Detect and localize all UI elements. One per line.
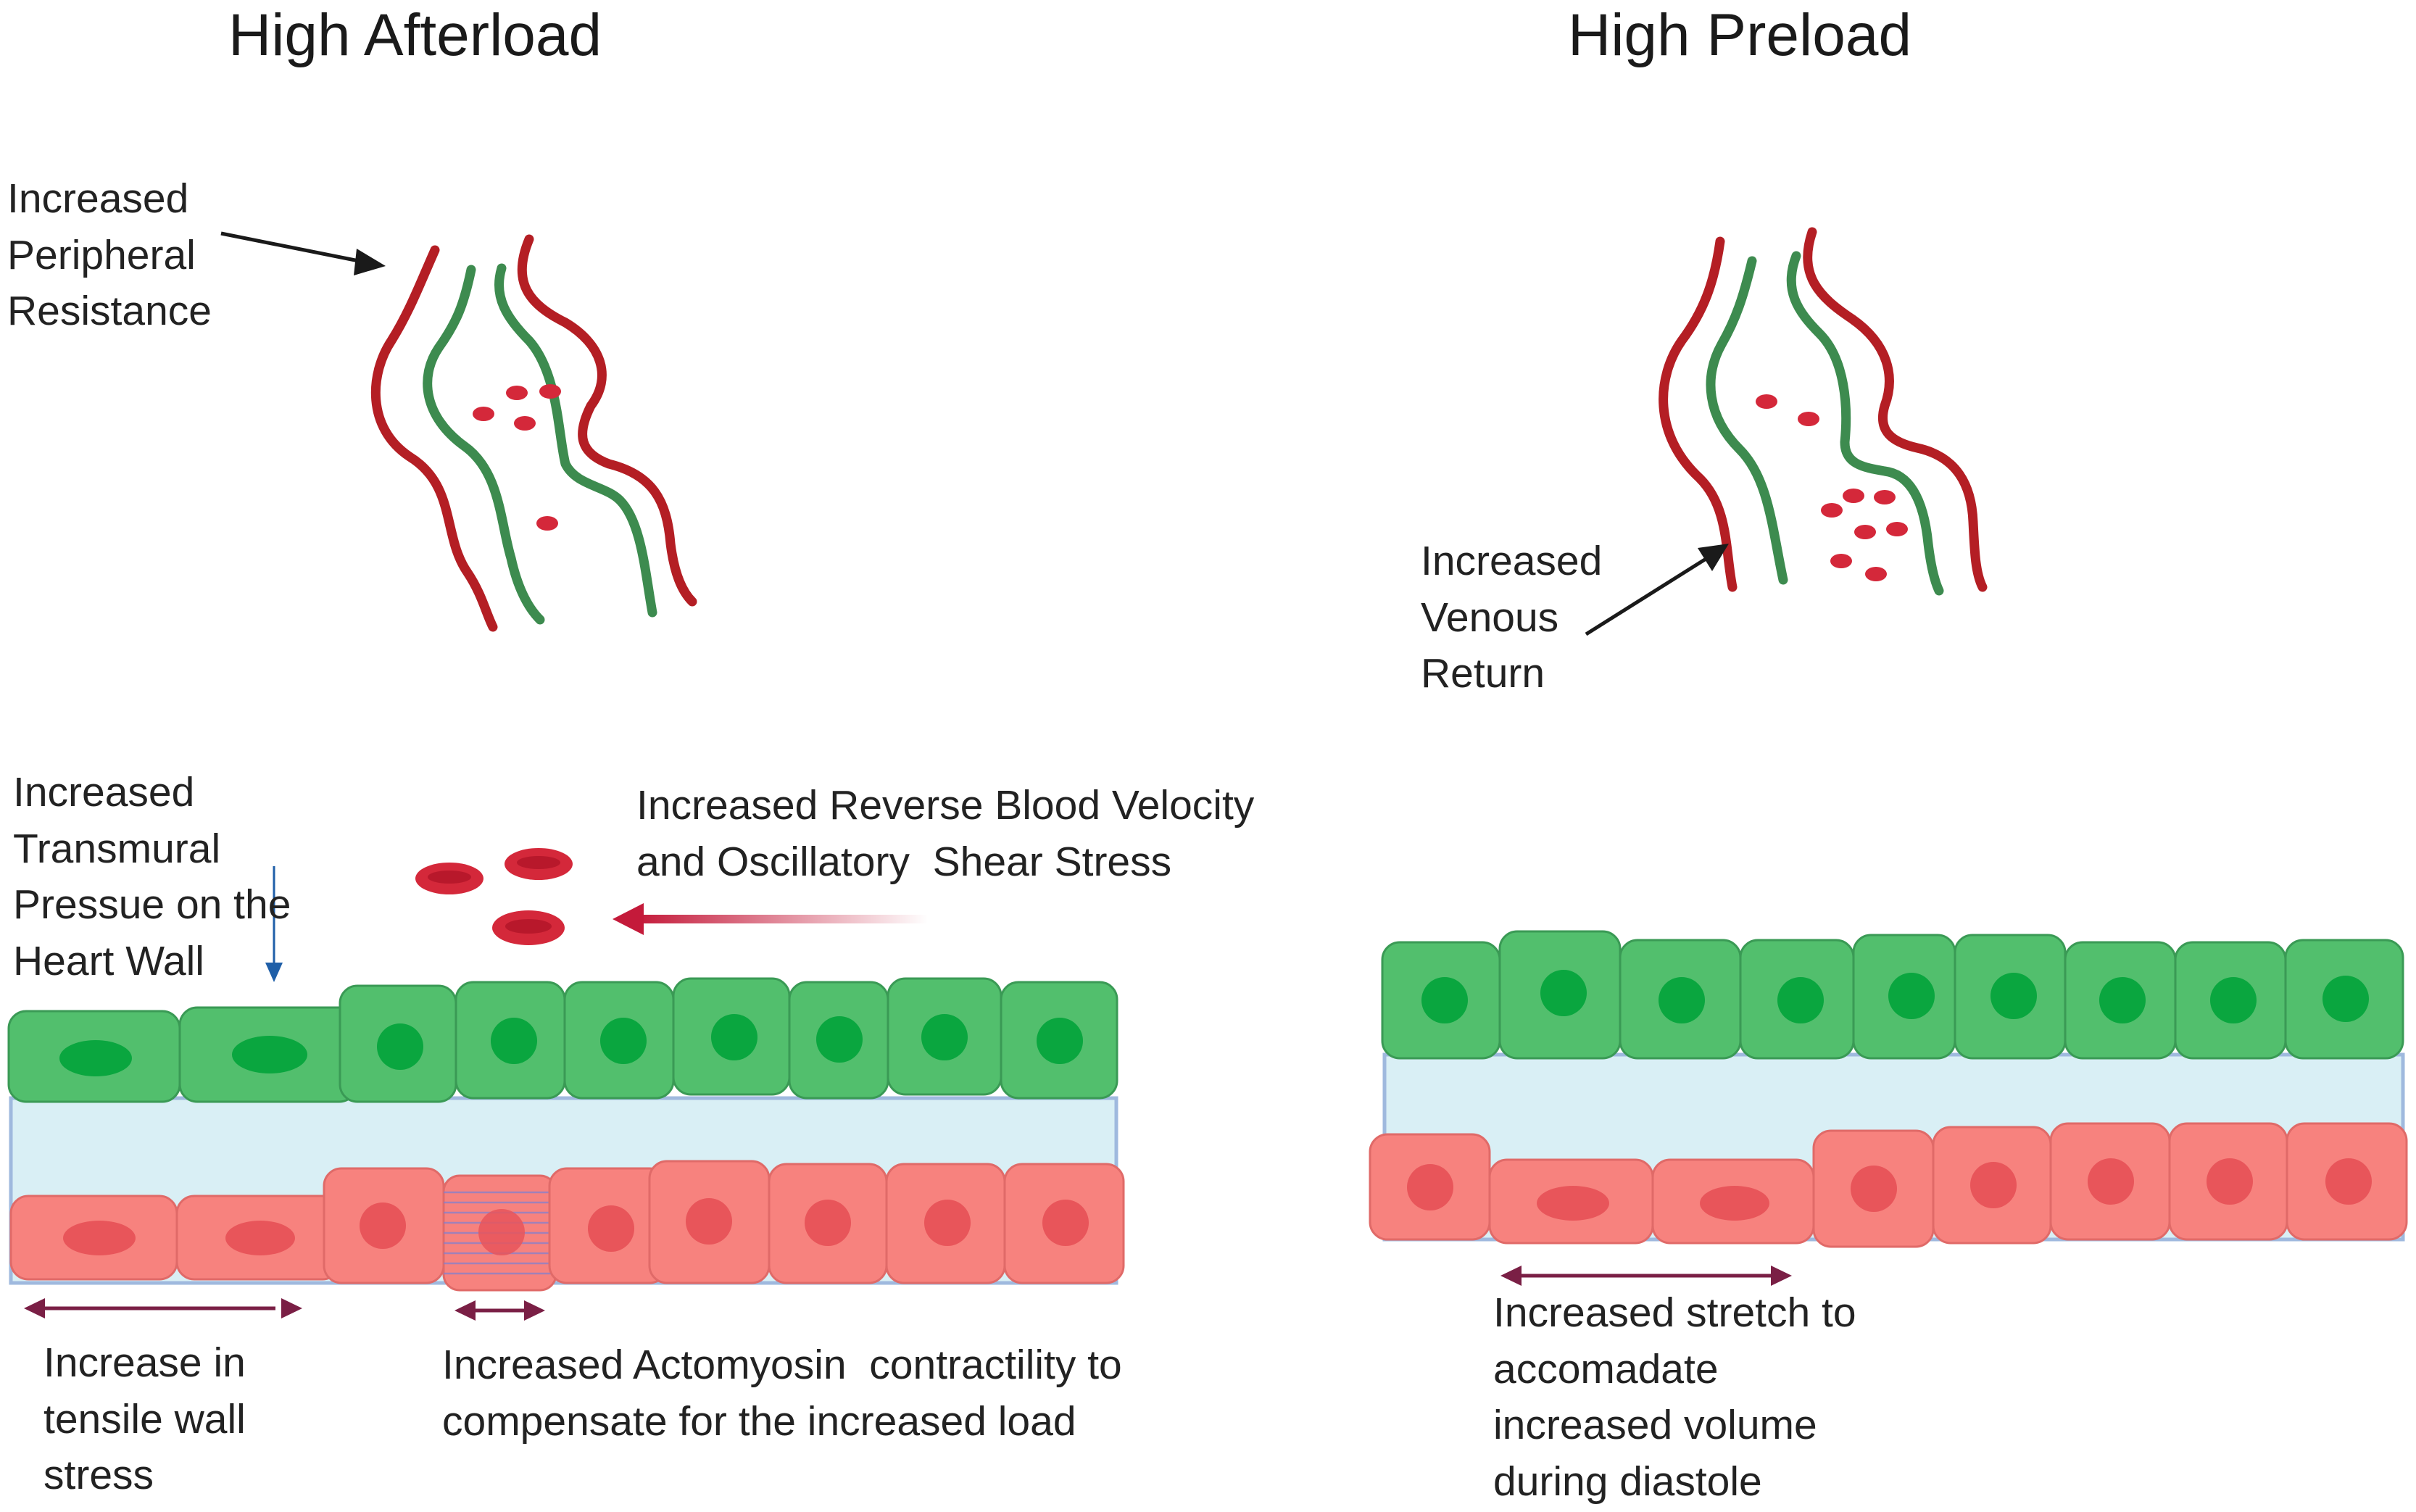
endothelial-nucleus <box>1421 977 1468 1023</box>
blood-cell <box>514 416 536 431</box>
myocyte-nucleus <box>1042 1200 1089 1246</box>
endothelial-nucleus <box>600 1018 647 1064</box>
label-stretch: Increased stretch to accomadate increase… <box>1493 1289 1856 1505</box>
endothelial-nucleus <box>816 1016 863 1063</box>
endothelial-cell-row <box>1381 930 2404 1060</box>
label-venous-return: Increased Venous Return <box>1421 538 1603 697</box>
blood-cell <box>1874 490 1896 504</box>
preload-vessel <box>1659 227 1988 596</box>
tensile-stress-double-arrow <box>24 1298 302 1318</box>
blood-cell <box>1843 489 1864 503</box>
title-high-preload: High Preload <box>1568 2 1912 68</box>
endothelial-nucleus <box>59 1040 132 1076</box>
blood-cell <box>473 407 494 421</box>
myocyte-nucleus <box>686 1198 732 1245</box>
myocyte-nucleus <box>2088 1158 2134 1205</box>
blood-cell <box>1854 525 1876 539</box>
endothelial-nucleus <box>2210 977 2257 1023</box>
vessel-outer-wall-left <box>1659 236 1738 592</box>
myocyte-nucleus <box>588 1205 634 1252</box>
endothelial-cell-row <box>7 977 1118 1103</box>
endothelial-nucleus <box>2322 976 2369 1022</box>
endothelial-nucleus <box>1990 973 2037 1019</box>
blood-cell <box>1886 522 1908 536</box>
myocyte-cell-row <box>9 1160 1125 1292</box>
afterload-wall <box>7 848 1125 1292</box>
blood-cell-center <box>505 919 552 934</box>
endothelial-nucleus <box>1777 977 1824 1023</box>
myocyte-nucleus <box>478 1209 525 1255</box>
vessel-inner-wall-left <box>423 265 545 625</box>
actomyosin-double-arrow <box>454 1300 545 1321</box>
blood-cell <box>506 386 528 400</box>
vessel-outer-wall-right <box>517 234 697 607</box>
endothelial-nucleus <box>711 1014 757 1060</box>
vessel-inner-wall-left <box>1706 256 1788 585</box>
reverse-flow-arrow <box>613 903 928 935</box>
myocyte-nucleus <box>63 1221 136 1255</box>
title-high-afterload: High Afterload <box>228 2 602 68</box>
endothelial-nucleus <box>1888 973 1935 1019</box>
myocyte-nucleus <box>225 1221 295 1255</box>
myocyte-nucleus <box>360 1202 406 1249</box>
label-actomyosin: Increased Actomyosin contractility to co… <box>442 1342 1122 1445</box>
blood-cell <box>536 516 558 531</box>
endothelial-nucleus <box>491 1018 537 1064</box>
stretch-double-arrow <box>1500 1266 1792 1286</box>
endothelial-nucleus <box>377 1023 423 1070</box>
venous-return-arrow <box>1585 544 1729 636</box>
transmural-pressure-arrow <box>265 866 283 982</box>
free-blood-cells <box>415 848 573 945</box>
blood-cell <box>1821 503 1843 518</box>
vessel-inner-wall-right <box>1786 251 1944 596</box>
myocyte-nucleus <box>1537 1186 1609 1221</box>
vessel-outer-wall-left <box>370 245 498 632</box>
blood-cell <box>1798 412 1819 426</box>
endothelial-nucleus <box>2099 977 2146 1023</box>
label-tensile-stress: Increase in tensile wall stress <box>43 1339 246 1499</box>
myocyte-nucleus <box>805 1200 851 1246</box>
vessel-outer-wall-right <box>1803 227 1988 592</box>
endothelial-nucleus <box>1037 1018 1083 1064</box>
vessel-inner-wall-right <box>494 263 657 618</box>
afterload-vessel <box>370 234 697 632</box>
blood-cell <box>539 384 561 399</box>
label-transmural-pressure: Increased Transmural Pressue on the Hear… <box>13 769 291 984</box>
endothelial-nucleus <box>1659 977 1705 1023</box>
blood-cell-center <box>428 871 471 884</box>
peripheral-resistance-arrow <box>220 231 386 275</box>
endothelial-nucleus <box>1540 970 1587 1016</box>
blood-cell <box>1865 567 1887 581</box>
myocyte-nucleus <box>1970 1162 2017 1208</box>
myocyte-nucleus <box>924 1200 971 1246</box>
myocyte-cell-row <box>1369 1122 2408 1248</box>
blood-cell-center <box>517 856 560 869</box>
myocyte-nucleus <box>1700 1186 1769 1221</box>
myocyte-nucleus <box>2325 1158 2372 1205</box>
myocyte-nucleus <box>1851 1166 1897 1212</box>
myocyte-nucleus <box>1407 1164 1453 1210</box>
myocyte-nucleus <box>2207 1158 2253 1205</box>
blood-cell <box>1756 394 1777 409</box>
label-peripheral-resistance: Increased Peripheral Resistance <box>7 175 212 335</box>
endothelial-nucleus <box>921 1014 968 1060</box>
endothelial-nucleus <box>232 1036 307 1073</box>
preload-wall <box>1369 930 2408 1248</box>
label-reverse-velocity: Increased Reverse Blood Velocity and Osc… <box>636 782 1255 885</box>
blood-cell <box>1830 554 1852 568</box>
